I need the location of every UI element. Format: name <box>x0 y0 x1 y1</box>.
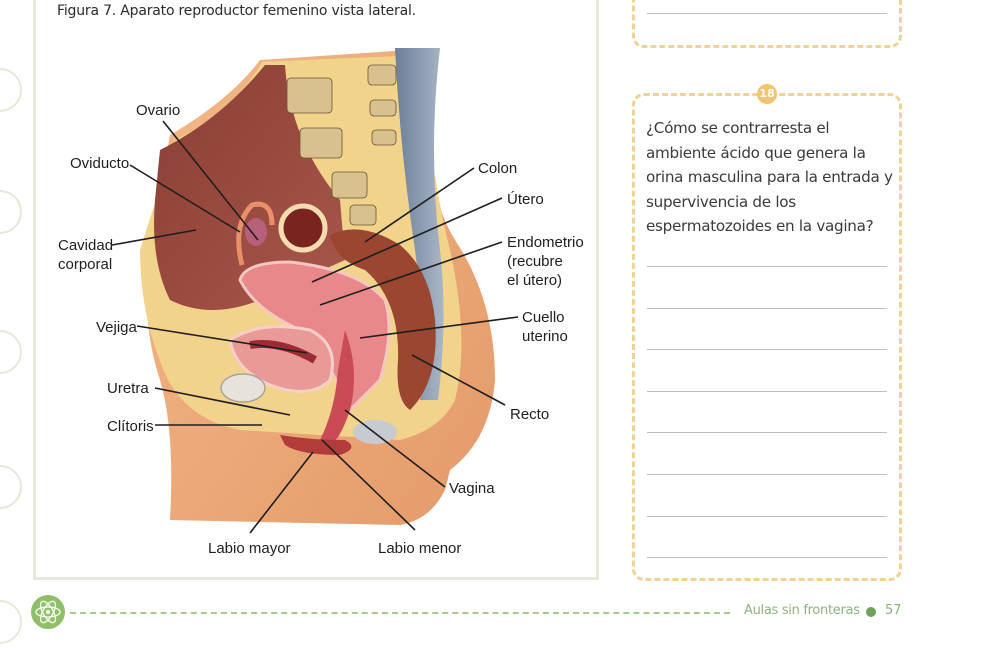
question-number-badge: 18 <box>757 84 777 104</box>
leader-oviducto <box>129 164 241 233</box>
answer-line[interactable] <box>647 13 887 14</box>
vagina-canal <box>320 330 354 445</box>
binder-ring <box>0 190 22 234</box>
pubic-bone <box>220 373 266 403</box>
binder-ring <box>0 68 22 112</box>
footer-divider <box>70 612 730 614</box>
leader-cavidad <box>111 229 197 246</box>
label-cuello-2: uterino <box>522 328 568 345</box>
leader-cuello <box>359 316 519 339</box>
answer-line[interactable] <box>647 557 887 559</box>
footer-dot-icon <box>866 607 876 617</box>
answer-line[interactable] <box>647 390 887 392</box>
answer-line[interactable] <box>647 307 887 309</box>
leader-endometrio <box>319 241 503 306</box>
oviduct <box>236 201 275 266</box>
label-endometrio-1: Endometrio <box>507 234 584 251</box>
question-text: ¿Cómo se contrarresta el ambiente ácido … <box>646 119 893 235</box>
leader-colon <box>364 167 475 243</box>
anal-sphincter <box>353 420 397 444</box>
leader-uretra <box>154 387 291 416</box>
vertebra <box>367 64 397 86</box>
vertebra <box>286 77 333 114</box>
leader-ovario <box>162 120 259 241</box>
colon-cross-section <box>278 203 328 253</box>
label-endometrio-2: (recubre <box>507 253 563 270</box>
label-oviducto: Oviducto <box>70 155 129 172</box>
label-recto: Recto <box>510 406 549 423</box>
ovary <box>245 218 267 246</box>
label-uretra: Uretra <box>107 380 149 397</box>
label-cavidad-2: corporal <box>58 256 112 273</box>
page-number: 57 <box>885 603 902 618</box>
anatomy-diagram: Ovario Oviducto Cavidad corporal Vejiga … <box>58 48 584 557</box>
leader-vagina <box>344 409 446 488</box>
leader-labio-mayor <box>249 451 314 534</box>
previous-answer-box <box>632 0 902 48</box>
leader-labio-menor <box>321 439 416 531</box>
label-ovario: Ovario <box>136 102 180 119</box>
atom-icon <box>31 595 65 629</box>
vertebra <box>299 127 343 159</box>
label-colon: Colon <box>478 160 517 177</box>
leader-vejiga <box>136 325 308 354</box>
answer-line[interactable] <box>647 474 887 475</box>
label-clitoris: Clítoris <box>107 418 154 435</box>
figure-caption: Figura 7. Aparato reproductor femenino v… <box>57 3 416 19</box>
binder-ring <box>0 465 22 509</box>
vertebra <box>371 129 397 146</box>
label-cavidad-1: Cavidad <box>58 237 113 254</box>
labia <box>280 435 352 455</box>
answer-line[interactable] <box>647 432 887 434</box>
leader-recto <box>411 354 506 406</box>
label-endometrio-3: el útero) <box>507 272 562 289</box>
label-labio-mayor: Labio mayor <box>208 540 291 557</box>
label-vagina: Vagina <box>449 480 495 497</box>
footer-publisher: Aulas sin fronteras <box>744 603 860 618</box>
label-utero: Útero <box>507 191 544 208</box>
label-vejiga: Vejiga <box>96 319 138 336</box>
answer-line[interactable] <box>647 515 887 517</box>
binder-ring <box>0 330 22 374</box>
answer-line[interactable] <box>647 266 887 267</box>
vertebra <box>349 204 377 226</box>
vertebra <box>369 99 397 117</box>
label-labio-menor: Labio menor <box>378 540 461 557</box>
answer-line[interactable] <box>647 349 887 351</box>
leader-utero <box>311 197 503 283</box>
binder-ring <box>0 600 22 644</box>
vertebra <box>331 171 368 199</box>
label-cuello-1: Cuello <box>522 309 565 326</box>
